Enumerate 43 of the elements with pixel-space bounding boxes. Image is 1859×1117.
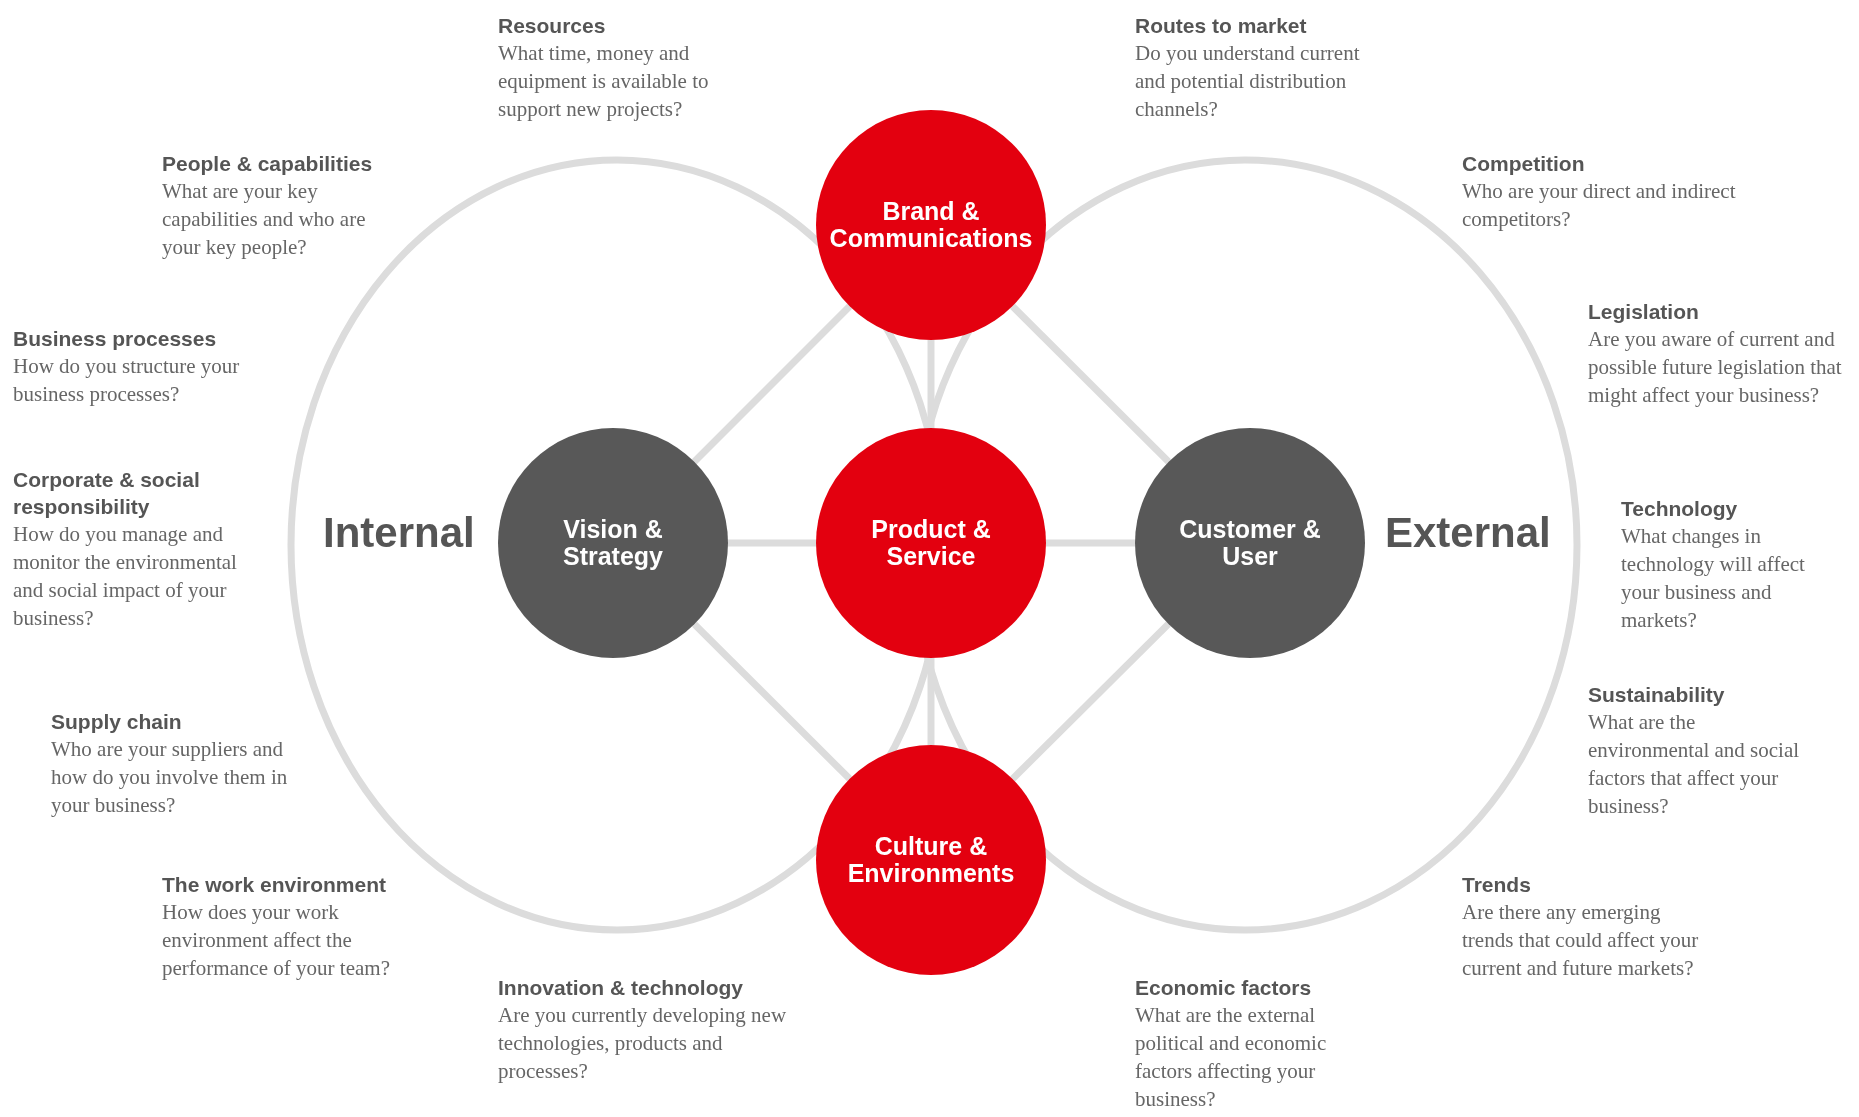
topic-question: Do you understand current and potential distribution channels?: [1135, 40, 1361, 123]
topic-heading: Supply chain: [51, 709, 183, 735]
topic-question: How do you manage and monitor the environmental and social impact of your business?: [13, 521, 238, 632]
topic-question: How does your work environment affect the performance of your team?: [162, 899, 391, 982]
topic-question: Are you aware of current and possible future legislation that might affect your business?: [1588, 326, 1843, 409]
topic-heading: The work environment: [162, 872, 388, 898]
connector-line: [1046, 539, 1135, 547]
connector-line: [1010, 621, 1171, 782]
topic-heading: Technology: [1621, 496, 1739, 522]
topic-heading: Business processes: [13, 326, 218, 352]
topic-question: Are you currently developing new technologies, products and processes?: [498, 1002, 788, 1085]
topic-heading: Legislation: [1588, 299, 1700, 325]
topic-question: What changes in technology will affect your business and markets?: [1621, 523, 1806, 634]
topic-heading: Corporate & social responsibility: [13, 467, 201, 520]
topic-question: What time, money and equipment is available to support new projects?: [498, 40, 710, 123]
connector-line: [1009, 303, 1172, 465]
topic-heading: Innovation & technology: [498, 975, 744, 1001]
topic-heading: Trends: [1462, 872, 1532, 898]
connector-line: [927, 340, 935, 428]
connector-line: [728, 539, 816, 547]
connector-line: [927, 658, 935, 745]
node-label: Product & Service: [870, 515, 992, 571]
topic-heading: People & capabilities: [162, 151, 374, 177]
topic-heading: Resources: [498, 13, 607, 39]
topic-heading: Competition: [1462, 151, 1586, 177]
topic-question: Who are your direct and indirect competitors?: [1462, 178, 1737, 233]
topic-question: What are the environmental and social factors that affect your business?: [1588, 709, 1801, 820]
connector-line: [691, 621, 853, 782]
topic-heading: Sustainability: [1588, 682, 1726, 708]
node-label: Culture & Environments: [846, 832, 1016, 888]
topic-heading: Economic factors: [1135, 975, 1313, 1001]
topic-question: What are your key capabilities and who are your key people?: [162, 178, 367, 261]
zone-label: External: [1385, 512, 1551, 554]
topic-question: Are there any emerging trends that could affect your current and future markets?: [1462, 899, 1700, 982]
topic-question: What are the external political and economic factors affecting your business?: [1135, 1002, 1328, 1113]
zone-label: Internal: [323, 512, 475, 554]
node-label: Customer & User: [1178, 515, 1322, 571]
topic-heading: Routes to market: [1135, 13, 1308, 39]
connector-line: [691, 303, 853, 465]
topic-question: Who are your suppliers and how do you involve them in your business?: [51, 736, 289, 819]
topic-question: How do you structure your business processes?: [13, 353, 241, 408]
node-label: Vision & Strategy: [561, 515, 664, 571]
node-label: Brand & Communications: [828, 197, 1034, 253]
